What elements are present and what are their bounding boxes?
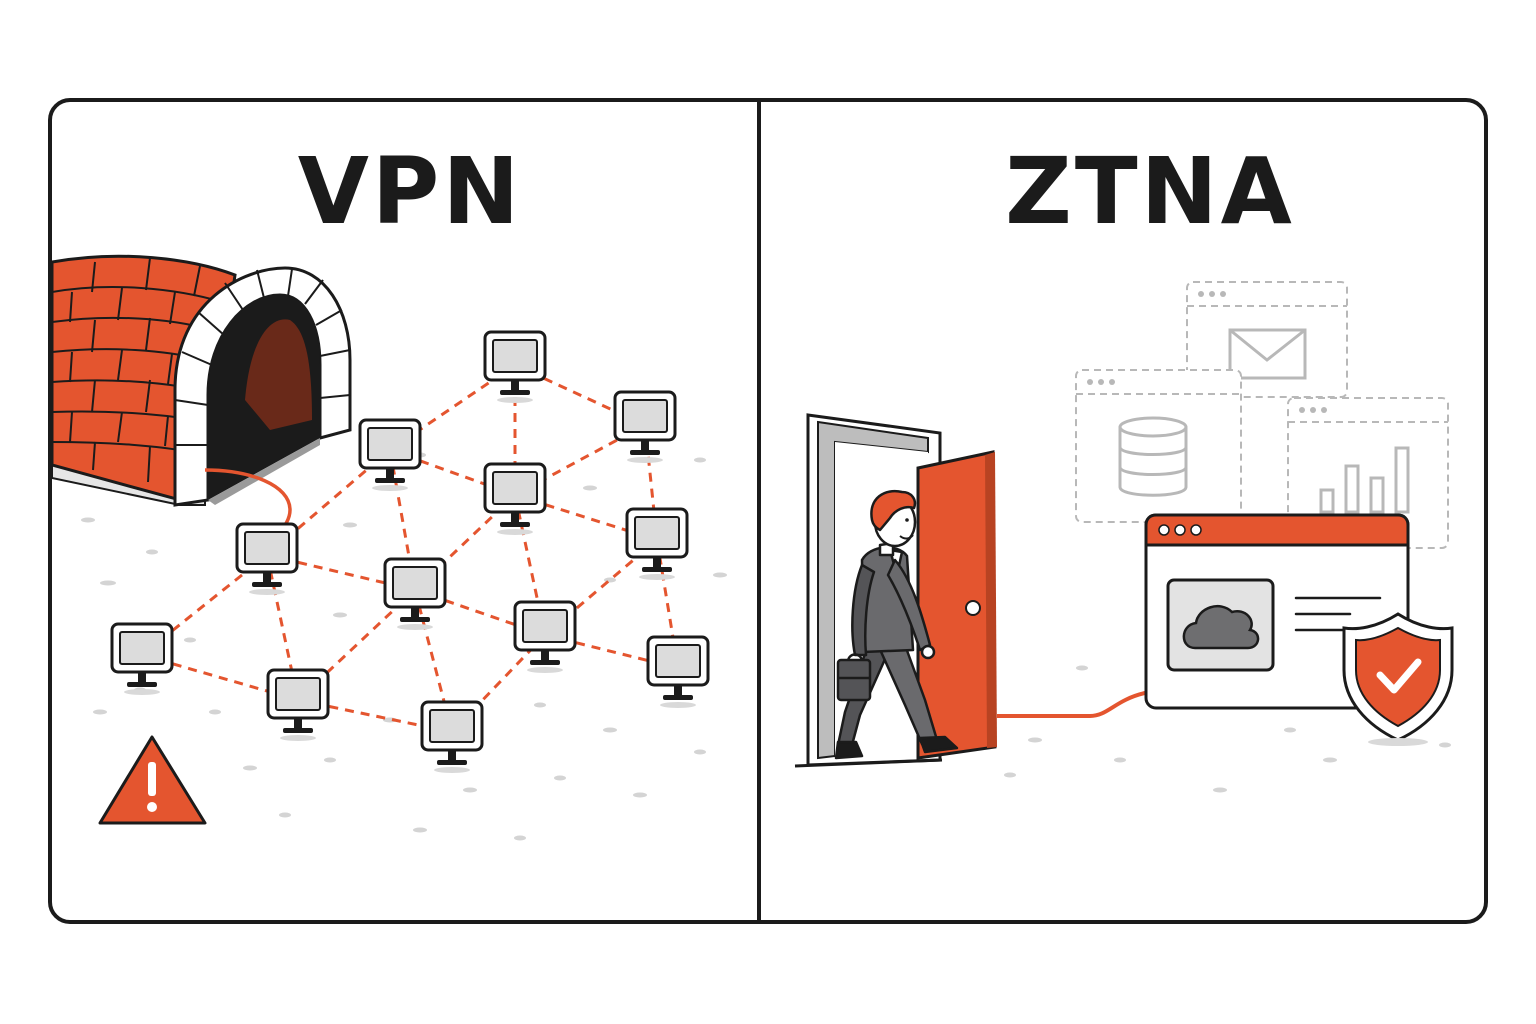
computer-icon-8 bbox=[513, 600, 577, 675]
shield-check-icon bbox=[1342, 612, 1454, 746]
comparison-frame bbox=[48, 98, 1488, 924]
mail-icon bbox=[1228, 328, 1307, 380]
warning-icon bbox=[98, 735, 207, 825]
database-icon bbox=[1118, 416, 1188, 497]
computer-icon-9 bbox=[110, 622, 174, 697]
computer-icon-7 bbox=[383, 557, 447, 632]
computer-icon-3 bbox=[358, 418, 422, 493]
computer-icon-12 bbox=[420, 700, 484, 775]
briefcase-icon bbox=[836, 653, 872, 702]
computer-icon-10 bbox=[646, 635, 710, 710]
brick-tunnel-icon bbox=[52, 254, 352, 507]
computer-icon-5 bbox=[625, 507, 689, 582]
cloud-icon bbox=[1182, 605, 1260, 650]
mail-app-window bbox=[1186, 281, 1348, 398]
secure-connection bbox=[997, 691, 1146, 718]
person-icon bbox=[834, 489, 959, 760]
vpn-title: VPN bbox=[297, 138, 523, 245]
panel-divider bbox=[757, 100, 761, 922]
computer-icon-1 bbox=[483, 330, 547, 405]
computer-icon-11 bbox=[266, 668, 330, 743]
ztna-title: ZTNA bbox=[1005, 138, 1295, 245]
ground-dots-right bbox=[1004, 665, 1451, 793]
computer-icon-4 bbox=[483, 462, 547, 537]
computer-icon-2 bbox=[613, 390, 677, 465]
bar-chart-icon bbox=[1319, 446, 1410, 514]
computer-icon-6 bbox=[235, 522, 299, 597]
